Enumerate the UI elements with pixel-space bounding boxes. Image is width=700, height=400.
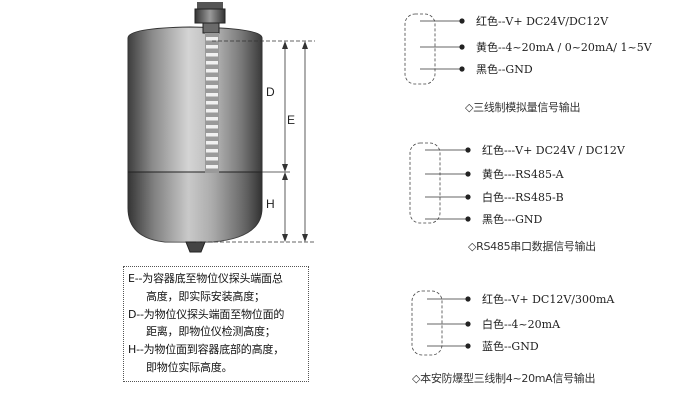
dimension-lines — [196, 40, 315, 243]
wire-terminal-dot — [465, 171, 471, 177]
wire-terminal-dot — [465, 147, 471, 153]
wire-label: 红色---V+ DC24V / DC12V — [482, 143, 626, 157]
wiring-group: 红色--V+ DC24V/DC12V 黄色--4~20mA / 0~20mA/ 1… — [404, 13, 653, 85]
wire-label: 红色--V+ DC12V/300mA — [482, 292, 615, 306]
wire-terminal-dot — [465, 343, 471, 349]
probe-stripe — [206, 165, 218, 169]
label-d: D — [266, 85, 275, 99]
wire-terminal-dot — [465, 296, 471, 302]
probe-stripe — [206, 37, 218, 41]
dimension-arrows — [282, 41, 308, 242]
legend-line: 距离，即物位仪检测高度； — [146, 325, 276, 339]
wire-label: 白色--4~20mA — [482, 317, 561, 331]
wire-label: 红色--V+ DC24V/DC12V — [476, 14, 609, 28]
wire-terminal-dot — [465, 194, 471, 200]
caption-analog-3wire: ◇三线制模拟量信号输出 — [465, 101, 581, 114]
legend-line: D--为物位仪探头端面至物位面的 — [128, 307, 285, 321]
probe-stripe — [206, 133, 218, 137]
wiring-group: 红色---V+ DC24V / DC12V 黄色---RS485-A 白色---RS… — [409, 142, 626, 226]
caption-rs485: ◇RS485串口数据信号输出 — [468, 240, 596, 253]
wire-label: 白色---RS485-B — [482, 190, 564, 204]
wire-label: 黄色--4~20mA / 0~20mA/ 1~5V — [476, 40, 653, 54]
wire-terminal-dot — [459, 44, 465, 50]
wire-label: 黄色---RS485-A — [482, 167, 565, 181]
liquid-region — [128, 172, 262, 242]
wire-terminal-dot — [459, 18, 465, 24]
wire-terminal-dot — [459, 66, 465, 72]
probe-stripe — [206, 101, 218, 105]
cable-bundle-outline — [409, 142, 441, 224]
probe-stripe — [206, 125, 218, 129]
legend-line: 即物位实际高度。 — [146, 360, 233, 374]
wire-label: 蓝色--GND — [482, 339, 539, 353]
caption-intrinsically-safe: ◇本安防爆型三线制4~20mA信号输出 — [412, 372, 596, 385]
tank-outlet — [185, 241, 206, 253]
wiring-group: 红色--V+ DC12V/300mA 白色--4~20mA 蓝色--GND — [411, 290, 615, 356]
label-e: E — [287, 113, 295, 127]
probe-stripe — [206, 53, 218, 57]
wire-label: 黑色--GND — [476, 62, 533, 76]
probe-stripe — [206, 141, 218, 145]
probe-stripe — [206, 61, 218, 65]
cable-bundle-outline — [411, 290, 443, 356]
probe-stripe — [206, 85, 218, 89]
label-h: H — [266, 197, 275, 211]
legend-line: 高度，即实际安装高度； — [146, 289, 265, 303]
wire-terminal-dot — [465, 321, 471, 327]
cable-bundle-outline — [404, 13, 436, 85]
legend-line: E--为容器底至物位仪探头端面总 — [128, 272, 283, 285]
probe-stripe — [206, 109, 218, 113]
probe-stripe — [206, 117, 218, 121]
legend-line: H--为物位面到容器底部的高度， — [128, 343, 285, 357]
definitions-legend: E--为容器底至物位仪探头端面总 高度，即实际安装高度； D--为物位仪探头端面… — [123, 266, 309, 382]
wire-terminal-dot — [465, 216, 471, 222]
tank — [127, 26, 263, 253]
probe-stripe — [206, 93, 218, 97]
probe-stripe — [206, 77, 218, 81]
probe-stripe — [206, 149, 218, 153]
probe-stripe — [206, 69, 218, 73]
probe-stripe — [206, 157, 218, 161]
probe-rod — [205, 33, 219, 173]
wiring-diagrams: 红色--V+ DC24V/DC12V 黄色--4~20mA / 0~20mA/ 1… — [404, 13, 653, 356]
wire-label: 黑色---GND — [482, 212, 543, 226]
probe-stripe — [206, 45, 218, 49]
